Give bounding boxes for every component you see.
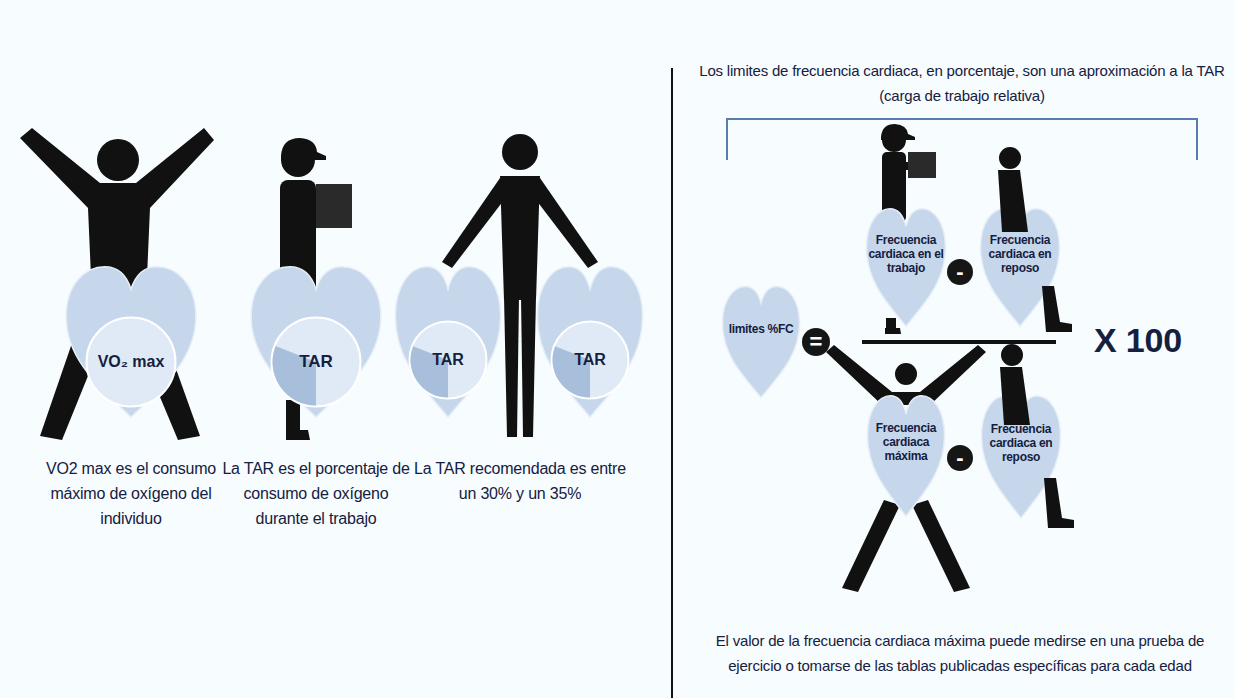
node-text: Frecuencia cardiaca en reposo	[982, 423, 1061, 464]
tar-heart: TAR	[534, 262, 646, 422]
bracket	[727, 119, 1197, 160]
node-text: TAR	[299, 353, 333, 372]
heart-outline	[537, 267, 642, 417]
result-heart: limites %FC	[720, 283, 802, 401]
circle-fill	[272, 318, 361, 407]
carried-box	[908, 152, 936, 178]
figure-foot	[286, 430, 310, 440]
text-holder: Frecuencia cardiaca en el trabajo	[867, 210, 946, 300]
rest-heart: Frecuencia cardiaca en reposo	[978, 205, 1062, 330]
text-holder: TAR	[550, 320, 630, 400]
caption-text: VO2 max es el consumo máximo de oxígeno …	[39, 456, 224, 531]
oxygen-circle: TAR	[550, 320, 630, 400]
figure-leg	[504, 296, 519, 437]
section-heading: Los limites de frecuencia cardiaca, en p…	[692, 58, 1232, 108]
heart-outline	[982, 396, 1061, 518]
circle-fill	[87, 318, 176, 407]
rest-heart: Frecuencia cardiaca en reposo	[979, 392, 1063, 522]
symbol-holder: =	[802, 328, 830, 356]
operator-symbol: -	[956, 261, 963, 283]
figure-foot	[885, 328, 901, 334]
divider-line	[671, 68, 673, 698]
figure-leg	[521, 296, 536, 437]
heart-outline	[395, 267, 500, 417]
figure-body	[826, 345, 986, 405]
figure-body	[500, 176, 540, 300]
node-text: Frecuencia cardiaca en el trabajo	[867, 234, 946, 275]
heart-shape	[720, 283, 802, 401]
x-figure-small	[826, 345, 986, 592]
fraction-bar	[862, 340, 1056, 344]
minus-sign: -	[947, 259, 973, 285]
heart-outline	[867, 209, 946, 327]
circle-fill	[410, 322, 487, 399]
figure-head	[502, 134, 538, 170]
tar-heart: TAR	[247, 262, 385, 422]
node-text: limites %FC	[729, 323, 794, 337]
node-text: TAR	[574, 351, 606, 369]
oxygen-circle: TAR	[270, 316, 362, 408]
figure-head	[999, 147, 1021, 169]
heart-outline	[981, 209, 1060, 327]
text-holder: limites %FC	[722, 288, 799, 373]
node-text: Frecuencia cardiaca en reposo	[981, 234, 1060, 275]
figure-leg	[1044, 478, 1074, 528]
work-heart: Frecuencia cardiaca en el trabajo	[864, 205, 948, 330]
node-text: VO₂ max	[98, 353, 165, 371]
text-holder: TAR	[408, 320, 488, 400]
text-holder: Frecuencia cardiaca en reposo	[982, 397, 1061, 491]
figure-leg	[286, 400, 300, 434]
figure-cap	[881, 124, 915, 140]
figure-head	[1001, 344, 1023, 366]
oxygen-circle: TAR	[408, 320, 488, 400]
figure-arm	[442, 178, 510, 268]
text-holder: Frecuencia cardiaca en reposo	[981, 210, 1060, 300]
figure-head	[895, 363, 917, 385]
figure-leg	[1042, 286, 1072, 332]
multiplier-text: X 100	[1078, 320, 1198, 360]
operator-symbol: =	[810, 331, 823, 353]
footnote-text: El valor de la frecuencia cardiaca máxim…	[690, 628, 1230, 678]
symbol-holder: -	[947, 259, 973, 285]
caption-text: La TAR recomendada es entre un 30% y un …	[413, 456, 628, 506]
figure-leg	[912, 500, 970, 592]
carried-box	[316, 184, 352, 228]
text-holder: Frecuencia cardiaca máxima	[867, 397, 944, 489]
vo2-heart: VO₂ max	[62, 262, 200, 422]
figure-leg	[842, 500, 900, 592]
oxygen-circle: VO₂ max	[85, 316, 177, 408]
node-text: Frecuencia cardiaca máxima	[867, 422, 944, 463]
heart-outline	[722, 287, 799, 398]
caption-text: La TAR es el porcentaje de consumo de ox…	[219, 456, 414, 531]
heart-outline	[66, 267, 196, 417]
node-text: TAR	[432, 351, 464, 369]
figure-head	[97, 139, 139, 181]
operator-symbol: -	[956, 447, 963, 469]
equals-sign: =	[802, 328, 830, 356]
tar-heart: TAR	[392, 262, 504, 422]
circle-fill	[552, 322, 629, 399]
x-figure	[20, 128, 214, 440]
text-holder: TAR	[270, 316, 362, 408]
minus-sign: -	[947, 445, 973, 471]
heart-outline	[251, 267, 381, 417]
symbol-holder: -	[947, 445, 973, 471]
figure-arm	[530, 178, 598, 268]
heart-outline	[867, 396, 944, 516]
max-heart: Frecuencia cardiaca máxima	[865, 392, 947, 520]
text-holder: VO₂ max	[85, 316, 177, 408]
figure-cap	[281, 138, 326, 160]
